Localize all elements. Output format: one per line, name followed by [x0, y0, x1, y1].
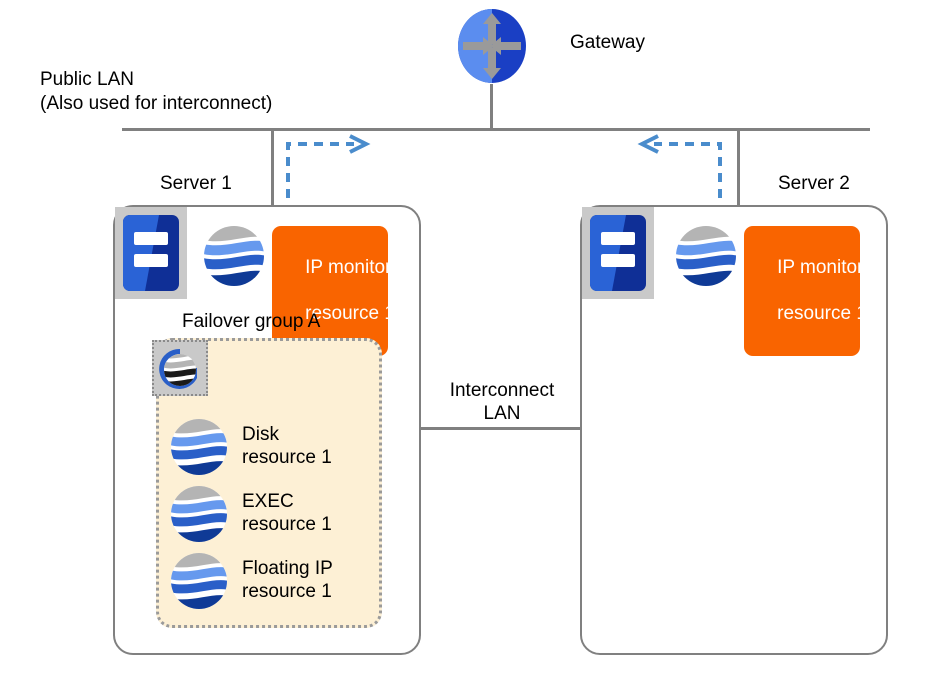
server1-ip-monitor-line1: IP monitor: [305, 257, 392, 278]
server2-lan-drop-line: [737, 128, 740, 208]
interconnect-lan-label-line2: LAN: [483, 403, 521, 424]
gateway-label: Gateway: [570, 32, 645, 53]
server2-ip-monitor-badge[interactable]: IP monitor resource 1: [744, 226, 867, 356]
server1-label: Server 1: [160, 173, 232, 194]
server2-monitor-arrow: [634, 134, 726, 202]
resource-exec-line1: EXEC: [242, 491, 294, 512]
interconnect-lan-line: [420, 427, 581, 430]
server2-icon: [582, 207, 654, 299]
server2-ip-monitor-line2: resource 1: [777, 303, 867, 324]
server2-monitor-globe-icon: [675, 225, 737, 287]
interconnect-lan-label-line1: Interconnect: [449, 380, 555, 401]
resource-exec-globe-icon: [170, 485, 228, 543]
public-lan-label-line2: (Also used for interconnect): [40, 93, 273, 114]
server2-label: Server 2: [778, 173, 850, 194]
failover-group-label: Failover group A: [182, 311, 321, 332]
server1-icon: [115, 207, 187, 299]
resource-disk-globe-icon: [170, 418, 228, 476]
resource-floating-ip-line2: resource 1: [242, 581, 332, 602]
server2-ip-monitor-line1: IP monitor: [777, 257, 864, 278]
server1-lan-drop-line: [271, 128, 274, 208]
public-lan-bus: [122, 128, 870, 131]
resource-floating-ip-line1: Floating IP: [242, 558, 333, 579]
resource-floating-ip-globe-icon: [170, 552, 228, 610]
server1-ip-monitor-badge[interactable]: IP monitor resource 1: [272, 226, 395, 356]
resource-exec-line2: resource 1: [242, 514, 332, 535]
failover-group-icon: [152, 340, 208, 396]
public-lan-label-line1: Public LAN: [40, 69, 134, 90]
gateway-drop-line: [490, 84, 493, 130]
server1-monitor-arrow: [282, 134, 374, 202]
resource-disk-line1: Disk: [242, 424, 279, 445]
gateway-icon: [457, 8, 527, 84]
server1-monitor-globe-icon: [203, 225, 265, 287]
resource-disk-line2: resource 1: [242, 447, 332, 468]
server1-ip-monitor-line2: resource 1: [305, 303, 395, 324]
